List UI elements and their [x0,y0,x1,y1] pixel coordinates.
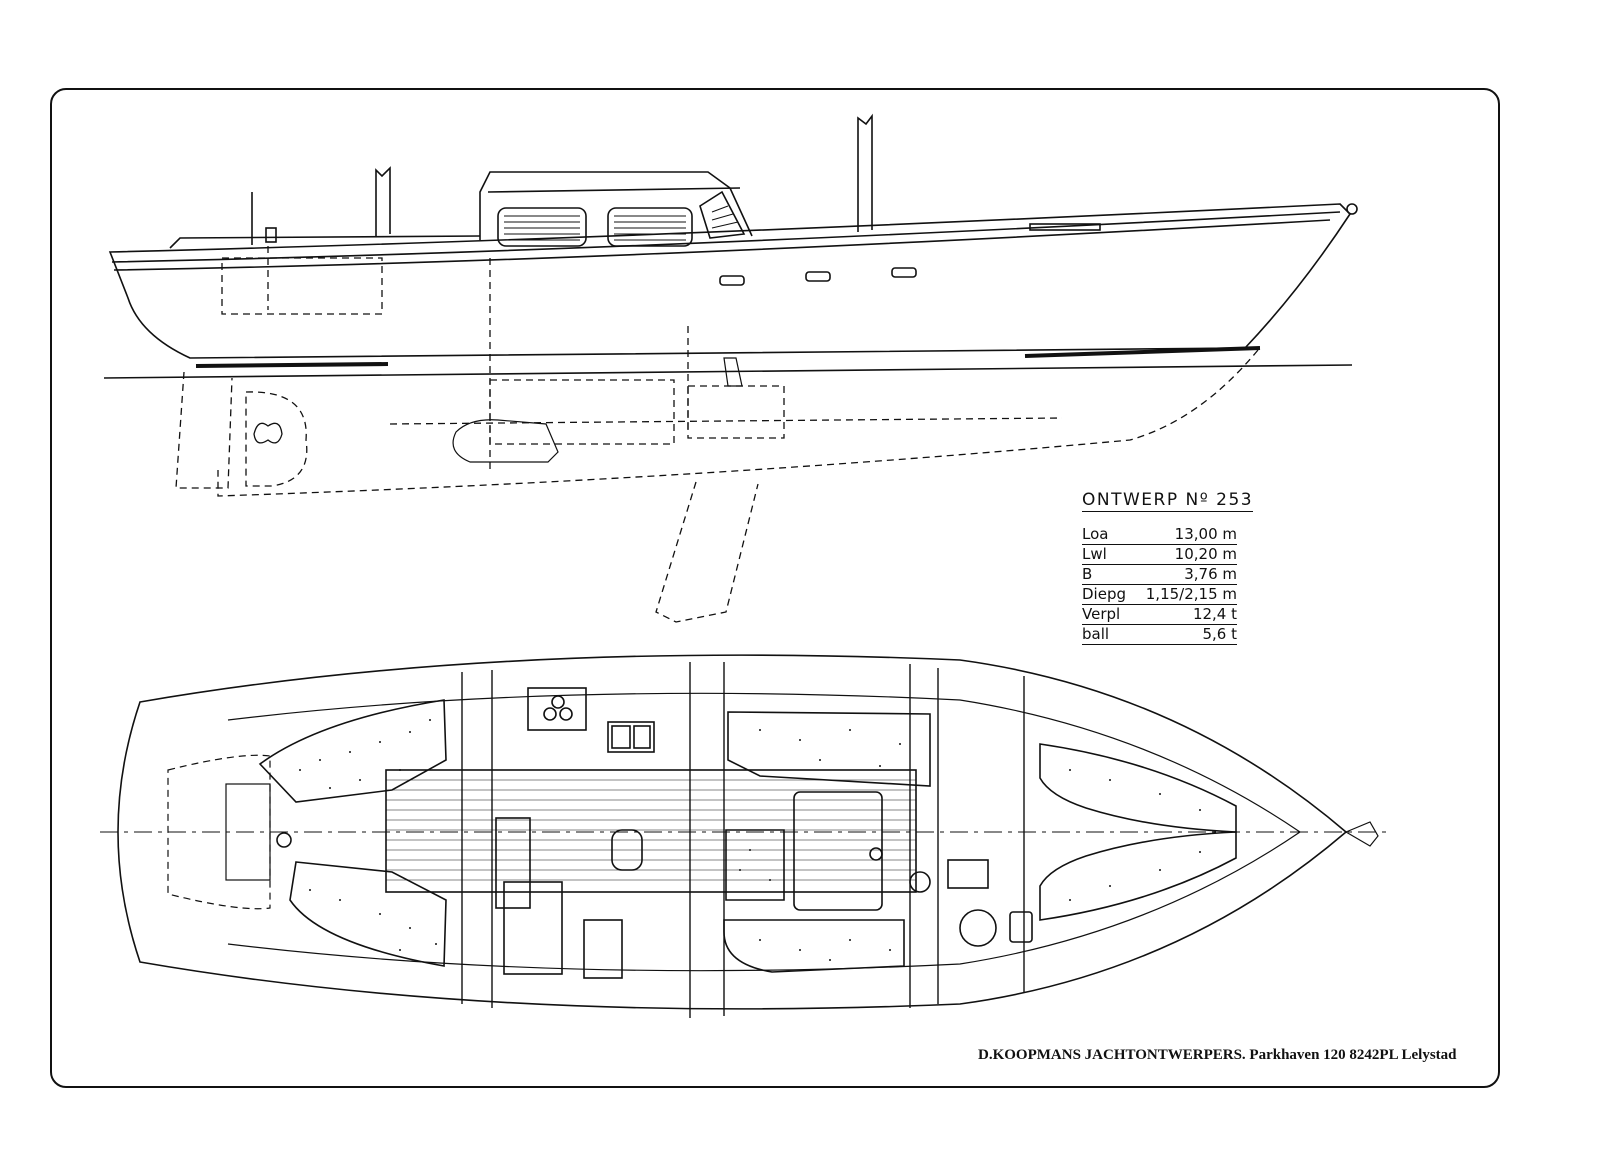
deckhouse [479,171,753,240]
spec-label: Verpl [1082,605,1121,623]
burner-3 [551,695,565,709]
fore-hatch [1029,223,1101,231]
spec-row: Diepg 1,15/2,15 m [1082,585,1237,605]
spec-row: Lwl 10,20 m [1082,545,1237,565]
saloon-table [495,817,531,909]
porthole-1 [719,275,745,286]
deckhouse-window-1 [497,207,587,247]
galley-stove [527,687,587,731]
heads-sink [1009,911,1033,943]
bow-fitting [1346,203,1358,215]
keel [655,481,759,623]
main-mast [857,113,873,232]
bow-roller [1344,821,1379,847]
plan-hull-outline [117,654,1348,1010]
tank-hidden [687,385,785,439]
saloon-settee-aft [503,881,563,975]
nav-seat [611,829,643,871]
cabin-sole-hidden [389,417,1063,425]
mast-step [909,871,931,893]
waterline [103,364,1353,379]
spec-label: Loa [1082,525,1109,543]
saloon-berth-stbd [723,919,905,973]
boot-stripe-aft [195,362,389,368]
saloon-cupboard [583,919,623,979]
rub-rail [113,219,1331,271]
aft-berth-stbd [289,861,447,967]
v-berth-port [1039,743,1237,833]
propeller [253,422,283,444]
underwater-hull [217,349,1259,497]
aft-vent [265,227,277,243]
v-berth-stbd [1039,831,1237,921]
spec-value: 1,15/2,15 m [1145,585,1237,603]
spec-row: Loa 13,00 m [1082,525,1237,545]
spec-value: 13,00 m [1174,525,1237,543]
aft-berth-port [258,699,447,803]
design-title: ONTWERP Nº 253 [1082,490,1254,512]
spec-row: ball 5,6 t [1082,625,1237,645]
aft-locker [225,783,271,881]
spec-row: B 3,76 m [1082,565,1237,585]
designer-credit: D.KOOPMANS JACHTONTWERPERS. Parkhaven 12… [978,1047,1457,1063]
heads-unit [947,859,989,889]
spec-value: 10,20 m [1174,545,1237,563]
spec-row: Verpl 12,4 t [1082,605,1237,625]
galley-sink [607,721,655,753]
accommodation-plan [100,654,1388,1018]
engine [452,419,559,463]
side-profile [103,113,1358,623]
aft-cockpit [167,754,271,910]
boot-stripe-fwd [1024,346,1261,358]
drawing-frame [50,88,1500,1088]
spec-value: 12,4 t [1192,605,1237,623]
toilet [959,909,997,947]
spec-value: 3,76 m [1184,565,1237,583]
spec-table: Loa 13,00 m Lwl 10,20 m B 3,76 m Diepg 1… [1082,525,1237,645]
seat [723,357,743,387]
deckhouse-window-2 [607,207,693,247]
rudder [245,391,308,487]
aft-deck-coaming [169,235,481,249]
saloon-berth-mid [725,829,785,901]
skeg [175,371,233,489]
saloon-floor [385,769,917,893]
spec-value: 5,6 t [1202,625,1237,643]
saloon-berth-port [727,711,931,787]
aft-hatch [276,832,292,848]
spec-label: B [1082,565,1093,583]
porthole-3 [891,267,917,278]
deck-edge [227,692,1302,972]
porthole-2 [805,271,831,282]
spec-label: Diepg [1082,585,1126,603]
burner-2 [559,707,573,721]
spec-label: Lwl [1082,545,1107,563]
hull-topside [108,203,1352,359]
mizzen-mast [375,166,391,236]
burner-1 [543,707,557,721]
deckhouse-window-3 [699,190,746,239]
deckhouse-roofline [487,187,741,193]
spec-label: ball [1082,625,1110,643]
engine-hidden [489,379,675,445]
